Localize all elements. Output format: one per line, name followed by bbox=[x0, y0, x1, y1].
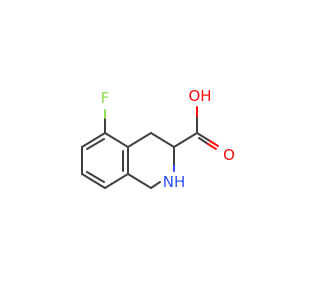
bond-c-o-double-a-colored bbox=[209, 140, 219, 147]
bond-c-o-double-a bbox=[196, 132, 211, 142]
amine-label: NH bbox=[163, 173, 186, 191]
bond-c1-c8a bbox=[127, 173, 152, 189]
bond-c5-c4a bbox=[104, 132, 129, 148]
bond-c-o-double-b-colored bbox=[207, 143, 217, 150]
fluorine-label: F bbox=[101, 89, 110, 107]
bond-c8-c7-inner bbox=[86, 171, 105, 183]
bond-c-o-double-b bbox=[198, 137, 209, 145]
molecule-drawing: F OH O NH bbox=[81, 87, 235, 191]
bond-c4-c3 bbox=[150, 132, 175, 148]
bond-c6-c5 bbox=[81, 132, 106, 148]
structure-canvas: F OH O NH bbox=[81, 87, 235, 191]
bond-c8-c7 bbox=[81, 173, 106, 189]
hydroxyl-label: OH bbox=[188, 87, 211, 105]
bond-c6-c5-inner bbox=[86, 138, 105, 150]
carbonyl-oxygen-label: O bbox=[223, 146, 235, 164]
bond-c4a-c4 bbox=[127, 132, 152, 148]
bond-c3-cooh bbox=[173, 132, 198, 148]
bond-c8a-c8 bbox=[104, 173, 129, 189]
bond-n-c1 bbox=[150, 181, 161, 189]
